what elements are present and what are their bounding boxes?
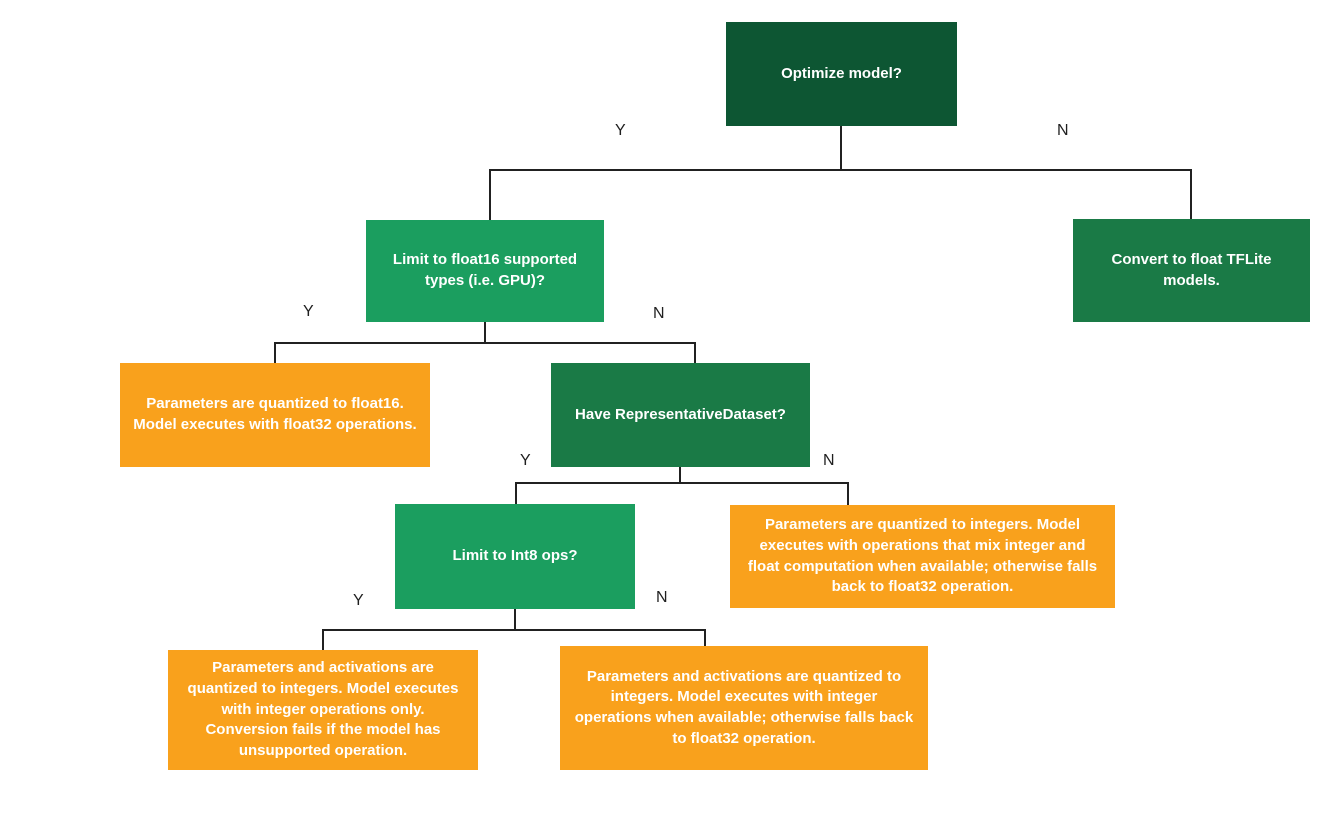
node-float16-result: Parameters are quantized to float16. Mod…	[120, 363, 430, 467]
connector-float16-bar	[274, 342, 696, 344]
edge-label-dataset-yes: Y	[520, 452, 531, 469]
node-int8-only-result: Parameters and activations are quantized…	[168, 650, 478, 770]
node-have-representative-dataset: Have RepresentativeDataset?	[551, 363, 810, 467]
node-convert-float-tflite: Convert to float TFLite models.	[1073, 219, 1310, 322]
node-optimize-model: Optimize model?	[726, 22, 957, 126]
edge-label-float16-yes: Y	[303, 303, 314, 320]
connector-float16-stem	[484, 322, 486, 344]
node-limit-float16: Limit to float16 supported types (i.e. G…	[366, 220, 604, 322]
connector-dataset-stem	[679, 467, 681, 484]
connector-dataset-yes-drop	[515, 482, 517, 504]
connector-int8-stem	[514, 609, 516, 631]
connector-optimize-stem	[840, 126, 842, 170]
connector-float16-yes-drop	[274, 342, 276, 363]
edge-label-optimize-no: N	[1057, 122, 1069, 139]
edge-label-int8-no: N	[656, 589, 668, 606]
edge-label-int8-yes: Y	[353, 592, 364, 609]
node-int8-fallback-result: Parameters and activations are quantized…	[560, 646, 928, 770]
edge-label-float16-no: N	[653, 305, 665, 322]
connector-int8-bar	[322, 629, 706, 631]
node-limit-int8: Limit to Int8 ops?	[395, 504, 635, 609]
edge-label-optimize-yes: Y	[615, 122, 626, 139]
connector-optimize-no-drop	[1190, 169, 1192, 219]
connector-optimize-yes-drop	[489, 169, 491, 220]
connector-dataset-no-drop	[847, 482, 849, 505]
connector-int8-yes-drop	[322, 629, 324, 650]
connector-int8-no-drop	[704, 629, 706, 648]
connector-float16-no-drop	[694, 342, 696, 363]
edge-label-dataset-no: N	[823, 452, 835, 469]
connector-optimize-bar	[489, 169, 1192, 171]
node-mixed-int-float-result: Parameters are quantized to integers. Mo…	[730, 505, 1115, 608]
connector-dataset-bar	[515, 482, 849, 484]
